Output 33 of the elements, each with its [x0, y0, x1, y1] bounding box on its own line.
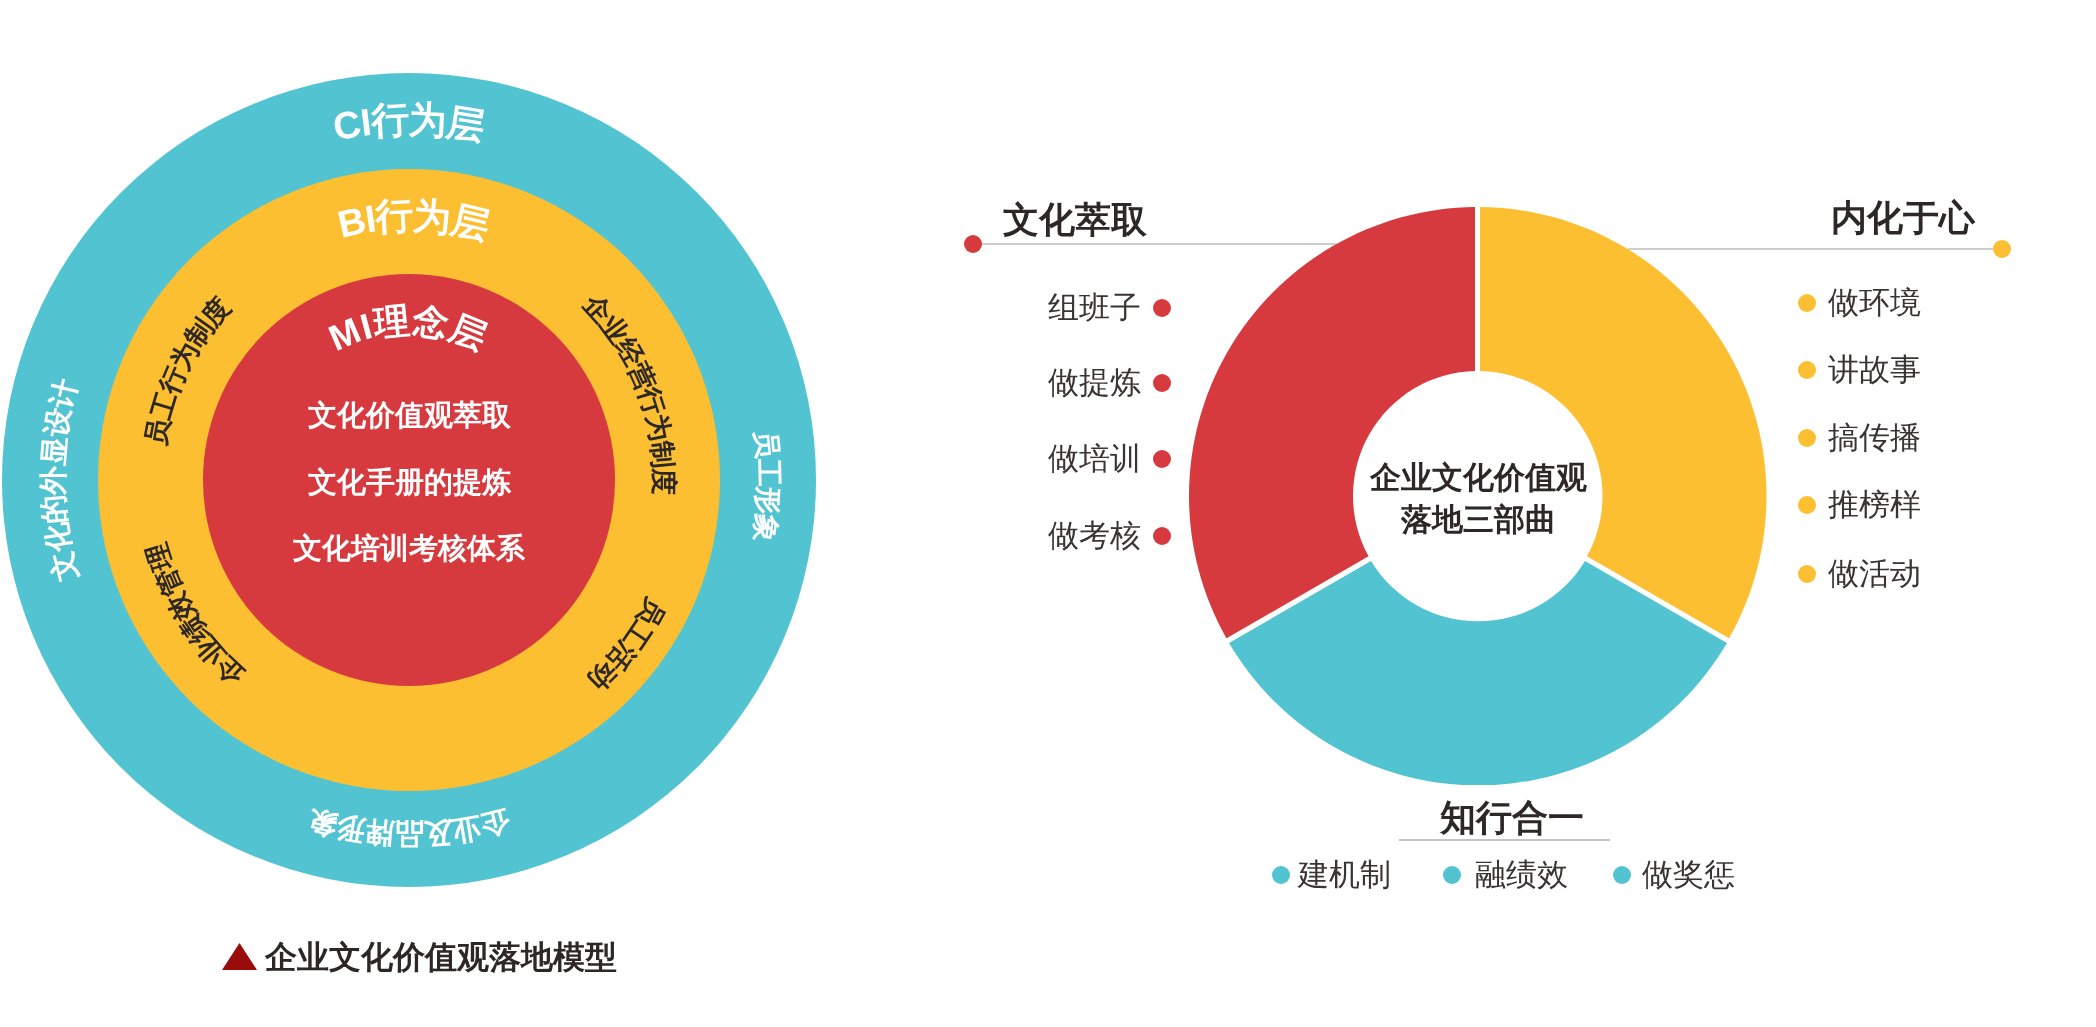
list-item: 推榜样 [1828, 487, 1921, 523]
list-item: 做提炼 [1048, 365, 1141, 401]
section-heading: 知行合一 [1440, 797, 1584, 839]
ring-label: 企业绩效管理 [141, 539, 251, 691]
ring-label: 文化的外显设计 [37, 376, 83, 584]
list-item: 讲故事 [1828, 352, 1921, 388]
ring-title: BI行为层 [333, 194, 494, 248]
section-heading: 内化于心 [1831, 197, 1975, 239]
list-item: 做活动 [1828, 556, 1921, 592]
leader-line [964, 235, 1338, 253]
ring-label: 企业及品牌形象 [305, 804, 513, 850]
body-text: 文化价值观萃取 [307, 399, 511, 433]
section-heading: 文化萃取 [1003, 199, 1147, 241]
ring-label: 员工活动 [582, 593, 671, 697]
ring-label: 员工行为制度 [140, 291, 237, 448]
donut-segment [1228, 560, 1727, 785]
body-text: 文化培训考核体系 [293, 532, 525, 566]
list-item: 做环境 [1828, 285, 1921, 321]
list-item: 做奖惩 [1642, 857, 1735, 893]
list-item: 组班子 [1048, 290, 1141, 326]
donut-title: 企业文化价值观落地三部曲 [1365, 457, 1591, 541]
caption: 企业文化价值观落地模型 [265, 938, 617, 976]
list-item: 做培训 [1048, 441, 1141, 477]
body-text: 文化手册的提炼 [307, 466, 511, 500]
list-item: 搞传播 [1828, 420, 1921, 456]
leader-line [1627, 240, 2011, 258]
list-item: 融绩效 [1475, 857, 1568, 893]
ring-label: 员工形象 [748, 428, 785, 544]
ring-label: 企业经营行为制度 [577, 288, 679, 495]
ring-title: MI理念层 [322, 298, 496, 359]
ring-title: CI行为层 [329, 98, 488, 149]
list-item: 做考核 [1048, 518, 1141, 554]
list-item: 建机制 [1298, 857, 1391, 893]
